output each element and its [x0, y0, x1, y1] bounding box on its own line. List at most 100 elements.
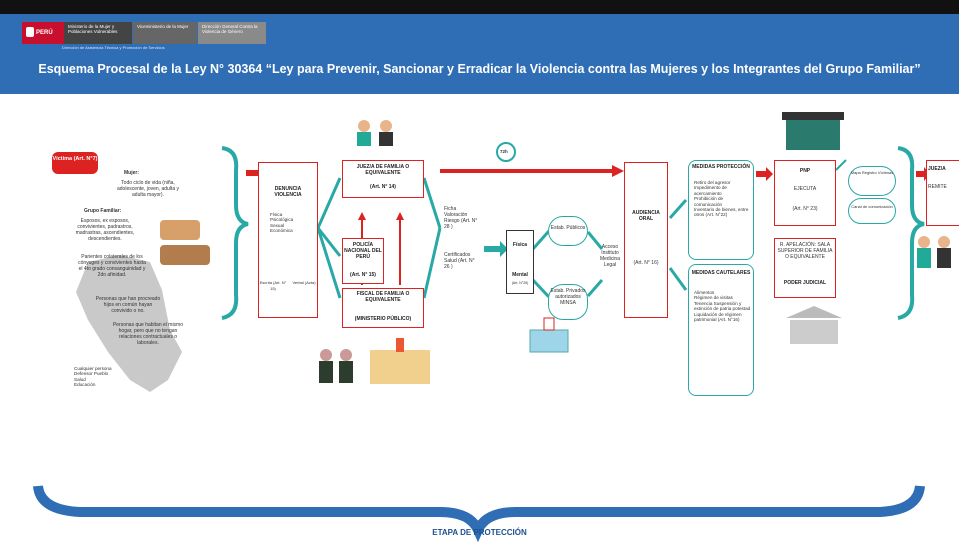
connector-den-policia: [316, 227, 342, 257]
police-officer-icon: [320, 349, 332, 361]
courthouse-icon: [786, 306, 842, 318]
audiencia-title: AUDIENCIA ORAL: [632, 210, 660, 222]
cautelares-item: Alimentos: [694, 290, 715, 295]
policia-title: POLICÍA NACIONAL DEL PERÚ: [344, 242, 382, 260]
connector-salud-right-upper: [586, 231, 604, 250]
pnp-ejecuta: EJECUTA: [793, 186, 817, 192]
remite-text: REMITE: [928, 184, 947, 190]
remite-title: JUEZ/A: [928, 166, 946, 172]
others-item: Salud: [74, 376, 86, 382]
mujer-title: Mujer:: [124, 170, 139, 176]
proteccion-item: Inventario de bienes, entre otros (Art. …: [694, 207, 749, 218]
grupo-item-3: Personas que habitan el mismo hogar, per…: [112, 322, 184, 346]
header-bar: [0, 0, 959, 94]
grupo-item-1: Parientes colaterales de los cónyuges y …: [78, 254, 146, 278]
person-remite-icon: [918, 236, 930, 248]
pnp-title: PNP: [799, 168, 811, 174]
red-up-arrow-2-head-icon: [396, 212, 404, 220]
salud-box: [506, 230, 534, 294]
victim-badge: Víctima (Art. N°7): [52, 152, 98, 174]
arrow-ficha-salud-icon: [484, 241, 508, 257]
cautelares-title: MEDIDAS CAUTELARES: [691, 270, 751, 276]
ficha-item-1: Certificados Salud (Art. N° 26 ): [444, 252, 475, 270]
connector-juez-ficha: [422, 177, 442, 229]
denuncia-box: [258, 162, 318, 318]
mental-label: Mental: [512, 272, 528, 278]
connector-fiscal-ficha: [422, 227, 442, 299]
grupo-item-0: Esposos, ex esposos, convivientes, padra…: [75, 218, 135, 242]
connector-salud-right-lower: [586, 279, 604, 297]
cautelares-list: Alimentos Régimen de visitas Tenencia Su…: [694, 290, 752, 322]
remite-box: [926, 160, 959, 226]
brace-left-icon: [221, 146, 249, 320]
policia-box: [342, 238, 384, 284]
proteccion-item: Impedimento de acercamiento: [694, 185, 727, 196]
proteccion-item: Retiro del agresor: [694, 180, 731, 185]
denuncia-item: Psicológica: [270, 217, 294, 223]
mujer-text: Todo ciclo de vida (niña, adolescente, j…: [117, 180, 179, 198]
police-officer2-icon: [340, 349, 352, 361]
bottom-brace-icon: [33, 485, 925, 543]
denuncia-item: Sexual: [270, 222, 285, 228]
others-item: Defensor Pueblo: [74, 371, 109, 377]
escrita-label: Escrita (Art. N° 15): [259, 280, 287, 291]
publicos-label: Estab. Públicos: [550, 225, 586, 231]
mental-note: (Art. N°26): [511, 281, 529, 285]
mapa-box: [848, 166, 896, 196]
clock-icon: [496, 142, 516, 162]
cautelares-item: Régimen de visitas: [694, 295, 733, 301]
connector-pnp-right: [835, 159, 847, 171]
person-juez-icon: [358, 120, 370, 132]
juez-art: (Art. N° 14): [370, 184, 396, 190]
sub-direction-text: Dirección de Asistencia Técnica y Promoc…: [62, 45, 165, 50]
vice-ministry-box: Viceministerio de la Mujer: [133, 22, 197, 44]
family-group2-icon: [160, 245, 210, 265]
hospital-icon: [529, 329, 569, 353]
grupo-item-2: Personas que han procreado hijos en comú…: [95, 296, 161, 314]
page-title: Esquema Procesal de la Ley N° 30364 “Ley…: [38, 62, 921, 76]
family-group-icon: [160, 220, 200, 240]
connector-den-fiscal: [316, 227, 342, 299]
palace-icon: [370, 350, 430, 384]
proteccion-box: [688, 160, 754, 260]
red-arrow-long-head-icon: [612, 165, 624, 177]
denuncia-list: Física Psicológica Sexual Económica: [270, 212, 293, 234]
privados-label: Estab. Privados autorizados MINSA: [550, 288, 586, 306]
apelacion-text: R. APELACIÓN: SALA SUPERIOR DE FAMILIA O…: [777, 242, 833, 260]
direction-box: Dirección General Contra la Violencia de…: [198, 22, 266, 44]
hours-label: 72h: [500, 149, 508, 154]
others-list: Cualquier persona Defensor Pueblo Salud …: [74, 366, 112, 388]
stage-label: ETAPA DE PROTECCIÓN: [432, 528, 527, 537]
denuncia-item: Física: [270, 212, 283, 217]
policia-art: (Art. N° 15): [350, 272, 376, 278]
proteccion-item: Prohibición de comunicación: [694, 196, 724, 207]
juez-box: [342, 160, 424, 198]
publicos-box: [548, 216, 588, 246]
audiencia-art: (Art. N° 16): [633, 260, 659, 266]
canal-box: [848, 198, 896, 224]
arrow-to-pnp-icon: [756, 167, 773, 181]
verbal-label: Verbal (Acta): [292, 280, 316, 285]
apelacion-box: [774, 238, 836, 298]
peru-logo: PERÚ: [22, 22, 64, 44]
gov-logo-text: PERÚ: [36, 30, 53, 36]
fiscal-box: [342, 288, 424, 328]
person-remite2-icon: [938, 236, 950, 248]
brace-right-icon: [897, 146, 925, 320]
others-item: Educación: [74, 382, 96, 388]
person-juez2-icon: [380, 120, 392, 132]
cautelares-box: [688, 264, 754, 396]
peru-map-shape: [76, 255, 182, 392]
audiencia-box: [624, 162, 668, 318]
others-item: Cualquier persona: [74, 366, 112, 371]
canal-label: Canal de comunicación: [851, 204, 893, 209]
cautelares-item: Tenencia Suspensión y extinción de patri…: [694, 300, 751, 312]
grupo-title: Grupo Familiar:: [84, 208, 122, 214]
ficha-item-0: Ficha Valoración Riesgo (Art. N° 28 ): [444, 206, 478, 230]
proteccion-title: MEDIDAS PROTECCIÓN: [692, 164, 750, 170]
denuncia-item: Económica: [270, 228, 293, 234]
connector-aud-cautelares: [668, 267, 688, 291]
acceso-label: Acceso Instituto Medicina Legal: [599, 244, 620, 268]
ministry-box: Ministerio de la Mujer y Poblaciones Vul…: [64, 22, 132, 44]
